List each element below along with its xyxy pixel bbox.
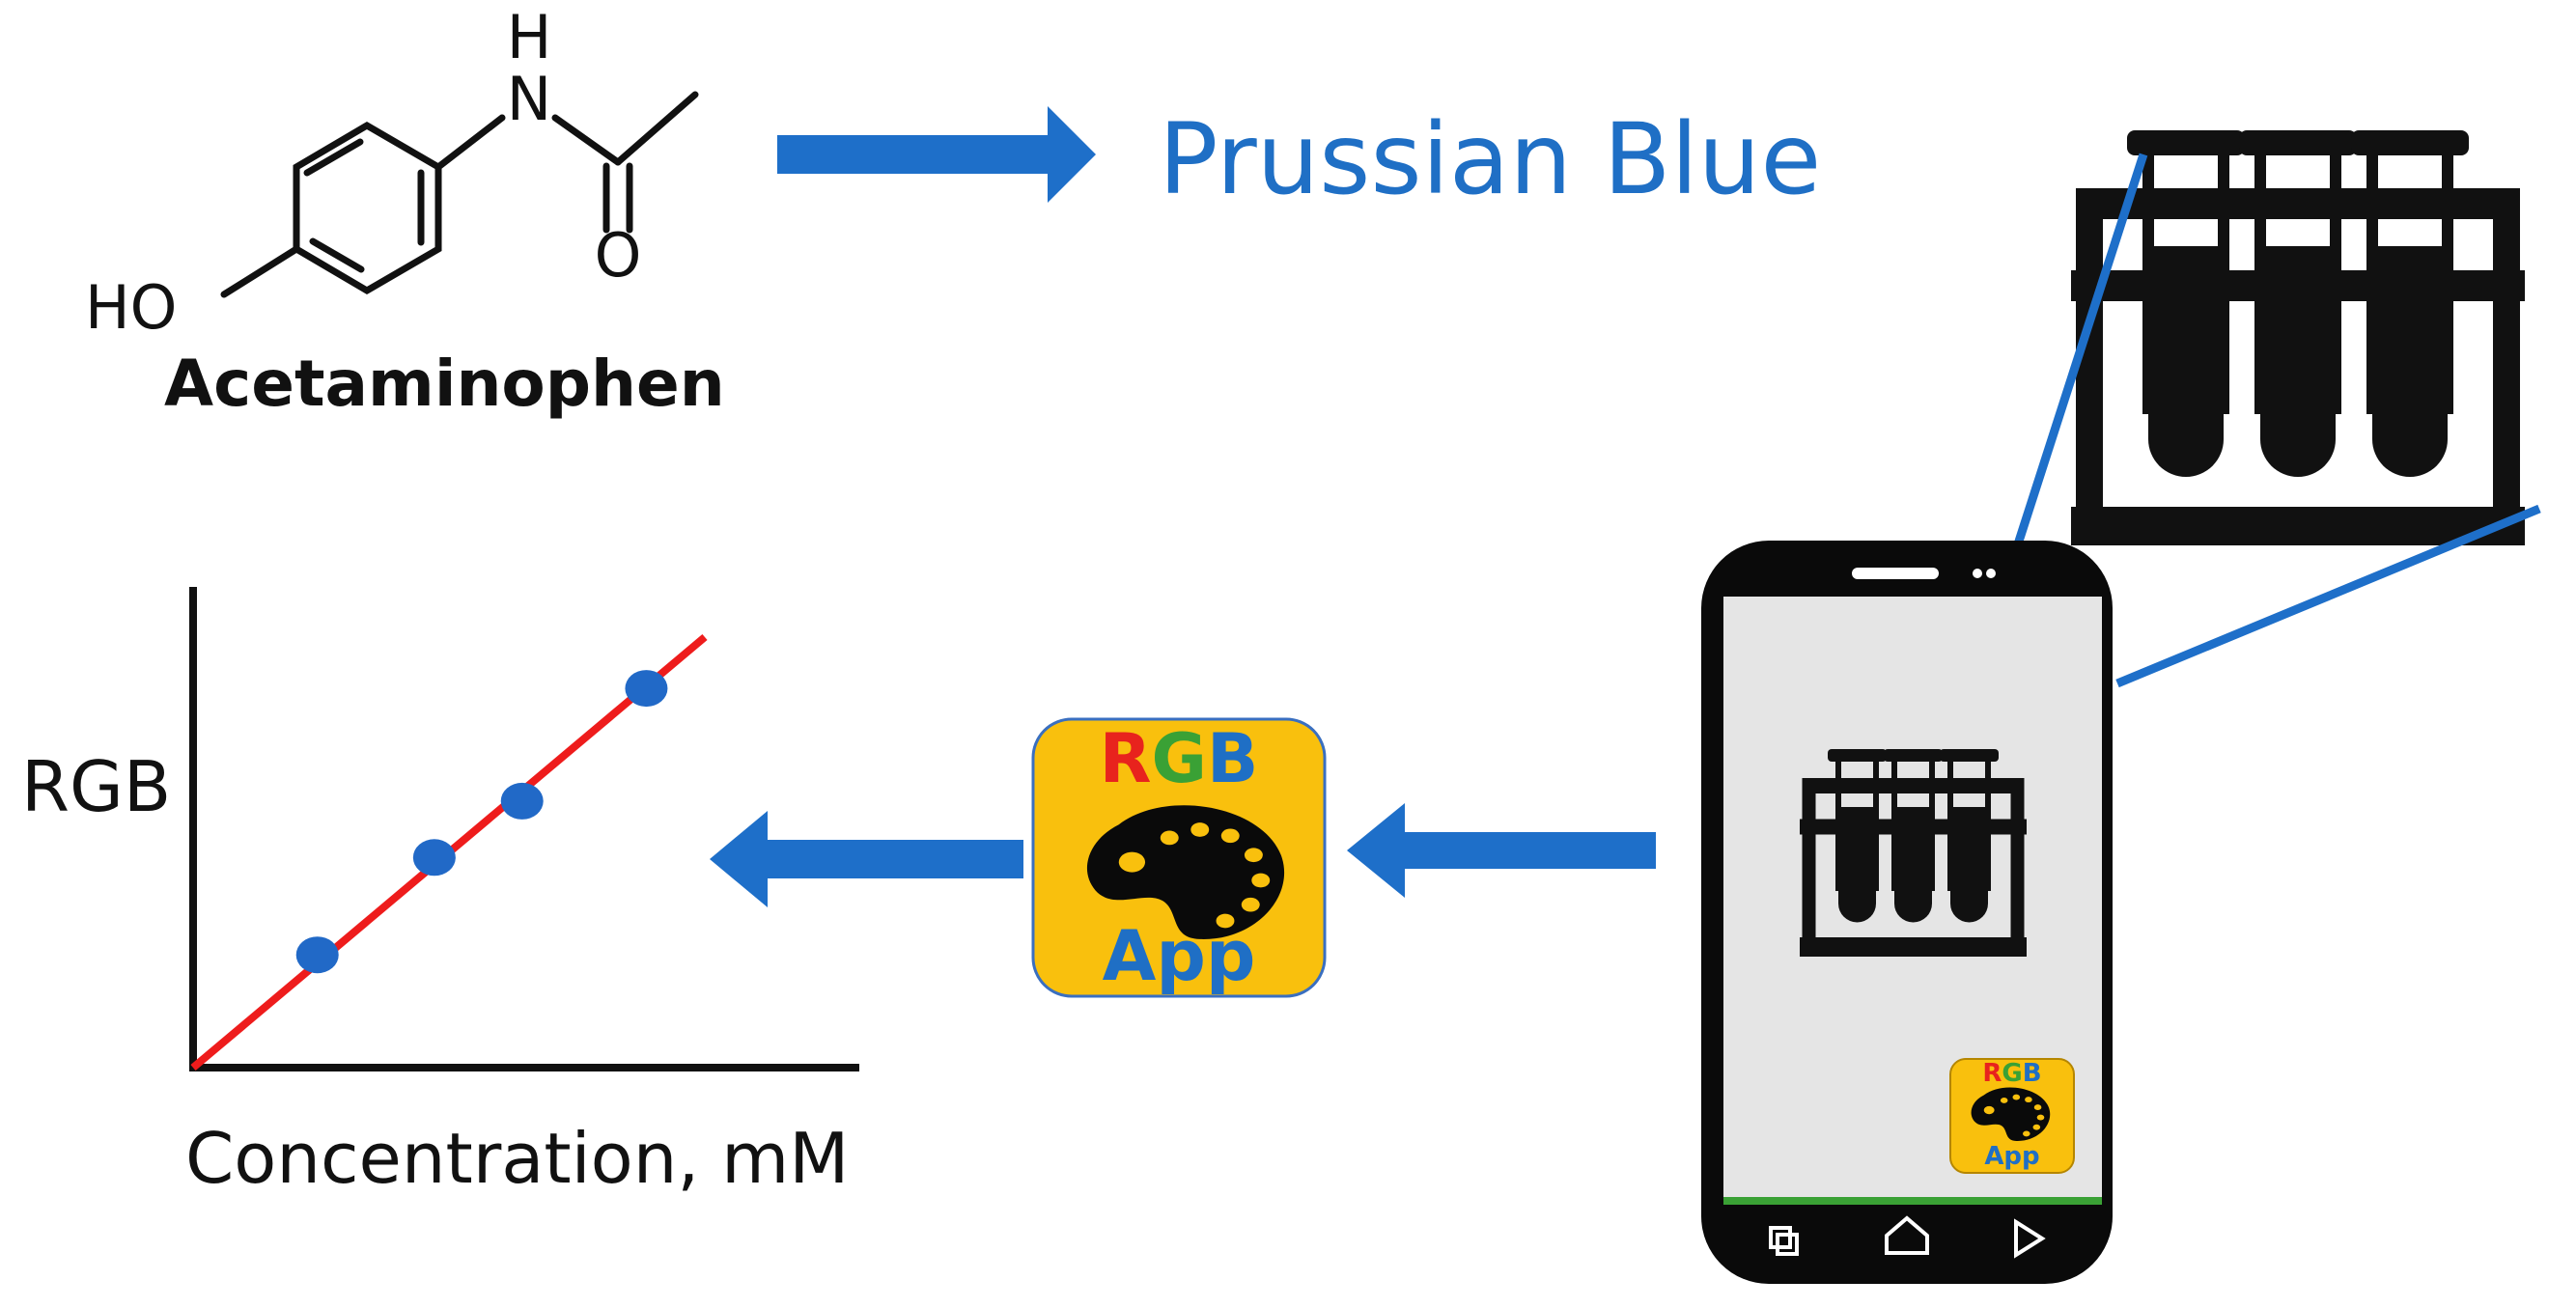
back-icon[interactable]: [2014, 1218, 2046, 1259]
molecule-name: Acetaminophen: [164, 347, 725, 421]
arrow-right-icon: [777, 106, 1096, 203]
data-point: [412, 839, 456, 877]
data-point: [625, 670, 668, 708]
x-axis-label: Concentration, mM: [185, 1118, 849, 1199]
app-rgb-letters: RGB: [1982, 1059, 2041, 1088]
acetaminophen-structure: [220, 91, 699, 298]
ring-n-bond: [434, 114, 506, 171]
n-carbonyl-bond: [551, 114, 622, 166]
ring-double-bond: [309, 237, 365, 273]
calibration-chart: RGB Concentration, mM: [21, 587, 859, 1199]
data-point: [500, 782, 544, 820]
zoom-line: [2115, 504, 2541, 688]
benzene-ring: [293, 121, 442, 295]
y-axis-label: RGB: [21, 746, 171, 827]
product-label: Prussian Blue: [1159, 102, 1821, 217]
test-tube-rack-icon: [2071, 130, 2525, 545]
atom-h-label: H: [507, 2, 552, 72]
atom-n-label: N: [507, 64, 551, 134]
app-rgb-letters: RGB: [1100, 719, 1259, 798]
phone-speaker: [1852, 568, 1939, 579]
rgb-app-icon-small[interactable]: RGB App: [1949, 1058, 2075, 1174]
arrow-left-icon: [1347, 803, 1656, 898]
phone-screen-bar: [1723, 1197, 2102, 1205]
zoom-line: [2011, 153, 2148, 552]
phone-camera: [1973, 569, 1982, 578]
atom-ho-label: HO: [85, 272, 177, 343]
app-label: App: [1984, 1142, 2039, 1171]
home-icon[interactable]: [1885, 1215, 1929, 1255]
app-label: App: [1103, 915, 1256, 996]
ring-double-bond: [303, 138, 364, 177]
methyl-bond: [614, 91, 699, 166]
phone-sensor: [1986, 569, 1996, 578]
recent-apps-icon[interactable]: [1769, 1226, 1799, 1256]
atom-o-label: O: [595, 220, 642, 291]
rgb-app-icon[interactable]: RGB App: [1031, 717, 1327, 998]
ring-oh-bond: [220, 245, 300, 298]
arrow-left-icon: [710, 811, 1023, 907]
data-point: [295, 936, 339, 974]
